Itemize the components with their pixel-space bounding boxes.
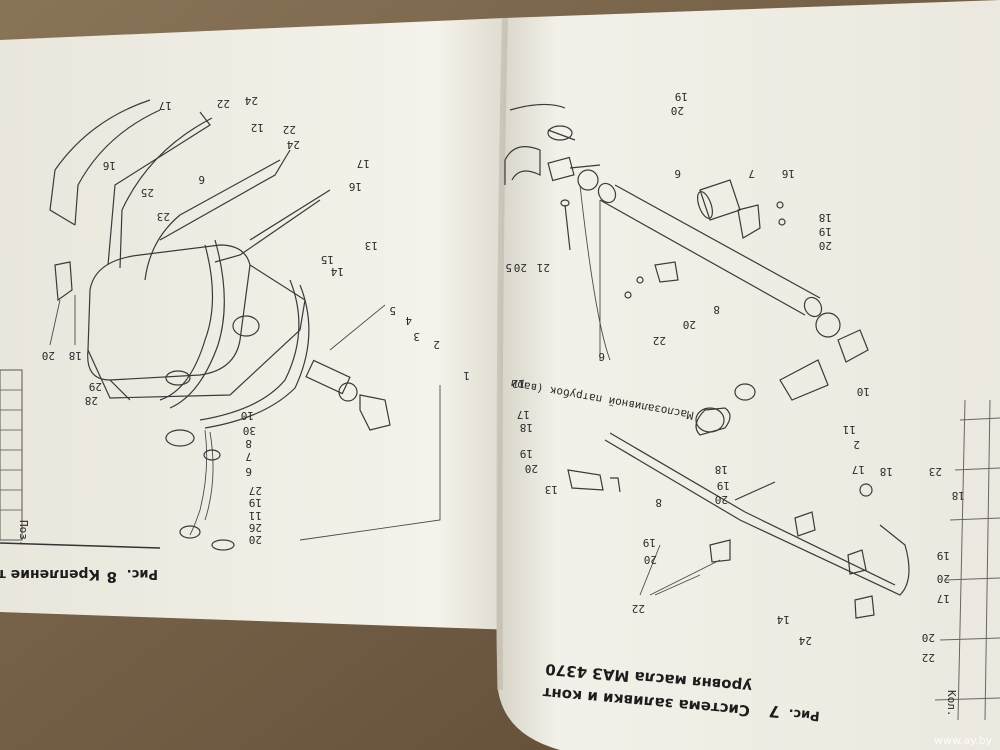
watermark: www.ay.by bbox=[934, 734, 993, 747]
callout-label: 14 bbox=[776, 613, 790, 626]
fig-number: 8 bbox=[107, 568, 117, 586]
callout-label: 17 bbox=[159, 99, 172, 112]
left-caption: Рис. 8 Крепление топ bbox=[0, 542, 161, 586]
fig-label: Рис. bbox=[127, 566, 158, 581]
callout-label: 18 bbox=[880, 465, 893, 478]
callout-label: 17 bbox=[937, 592, 950, 605]
callout-label: 19 bbox=[675, 90, 688, 103]
callout-label: 19 bbox=[819, 225, 832, 238]
callout-label: 18 bbox=[715, 463, 728, 476]
callout-label: 13 bbox=[365, 239, 378, 252]
callout-label: 19 bbox=[717, 479, 730, 492]
callout-label: 11 bbox=[843, 423, 856, 436]
callout-label: 26 bbox=[249, 521, 262, 534]
callout-label: 12 bbox=[251, 121, 264, 134]
callout-label: 22 bbox=[283, 123, 296, 136]
callout-label: 20 bbox=[671, 104, 684, 117]
callout-label: 5 bbox=[389, 304, 396, 317]
callout-label: 1 bbox=[463, 369, 470, 382]
callout-label: 2 bbox=[853, 438, 860, 451]
callout-label: 8 bbox=[655, 496, 662, 509]
callout-label: 12 bbox=[512, 377, 525, 390]
callout-label: 14 bbox=[330, 265, 344, 278]
callout-label: 17 bbox=[517, 408, 530, 421]
callout-label: 22 bbox=[653, 334, 666, 347]
callout-label: 6 bbox=[674, 167, 681, 180]
callout-label: 11 bbox=[249, 509, 262, 522]
fig-number: 7 bbox=[768, 702, 781, 722]
callout-label: 19 bbox=[249, 496, 262, 509]
callout-label: 23 bbox=[929, 465, 942, 478]
callout-label: 20 bbox=[525, 462, 538, 475]
callout-label: 24 bbox=[798, 634, 812, 647]
callout-label: 4 bbox=[405, 314, 412, 327]
fig-label: Рис. bbox=[788, 705, 820, 723]
callout-label: 20 bbox=[715, 493, 728, 506]
callout-label: 22 bbox=[217, 97, 230, 110]
callout-label: 20 bbox=[819, 239, 832, 252]
callout-label: 2 bbox=[433, 338, 440, 351]
left-callouts: 17 24 22 12 24 22 16 6 25 23 17 16 13 15… bbox=[42, 94, 470, 546]
left-parts-table: Поз. bbox=[0, 369, 30, 547]
callout-label: 29 bbox=[89, 380, 102, 393]
callout-label: 8 bbox=[245, 437, 252, 450]
callout-label: 6 bbox=[598, 350, 605, 363]
right-page bbox=[496, 0, 1000, 750]
callout-label: 21 bbox=[537, 261, 550, 274]
fig-caption: Крепление топ bbox=[0, 566, 100, 582]
callout-label: 8 bbox=[713, 303, 720, 316]
right-diagram bbox=[504, 103, 910, 619]
callout-label: 16 bbox=[782, 167, 795, 180]
callout-label: 7 bbox=[245, 450, 252, 463]
callout-label: 20 bbox=[922, 631, 935, 644]
right-parts-table: Кол. bbox=[934, 399, 1000, 721]
callout-label: 16 bbox=[349, 180, 362, 193]
callout-label: 20 bbox=[937, 572, 950, 585]
callout-label: 25 bbox=[141, 186, 154, 199]
callout-label: 20 bbox=[683, 318, 696, 331]
callout-label: 15 bbox=[321, 253, 334, 266]
callout-label: 17 bbox=[357, 157, 370, 170]
left-diagram bbox=[49, 99, 441, 551]
callout-label: 16 bbox=[103, 159, 116, 172]
callout-label: 24 bbox=[286, 138, 300, 151]
callout-label: 27 bbox=[249, 484, 262, 497]
callout-label: 23 bbox=[157, 210, 170, 223]
callout-label: 18 bbox=[520, 421, 533, 434]
left-page bbox=[0, 18, 515, 630]
callout-label: 20 bbox=[644, 553, 657, 566]
callout-label: 20 bbox=[42, 349, 55, 362]
callout-label: 22 bbox=[632, 602, 645, 615]
callout-label: 10 bbox=[857, 385, 870, 398]
callout-label: 19 bbox=[937, 549, 950, 562]
callout-label: 13 bbox=[545, 483, 558, 496]
callout-label: 6 bbox=[198, 173, 205, 186]
callout-label: 7 bbox=[748, 167, 755, 180]
callout-label: 3 bbox=[413, 330, 420, 343]
callout-label: 24 bbox=[244, 94, 258, 107]
callout-label: 18 bbox=[952, 489, 965, 502]
callout-label: 28 bbox=[85, 394, 98, 407]
callout-label: 19 bbox=[520, 447, 533, 460]
table-header: Поз. bbox=[17, 520, 30, 547]
callout-label: 18 bbox=[69, 349, 82, 362]
table-header: Кол. bbox=[945, 690, 958, 717]
book-gutter bbox=[496, 17, 508, 691]
callout-label: 18 bbox=[819, 211, 832, 224]
right-callouts: 19 20 6 7 16 18 19 20 21 20 5 8 20 22 6 … bbox=[505, 90, 965, 664]
callout-label: 17 bbox=[852, 463, 865, 476]
callout-label: 22 bbox=[922, 651, 935, 664]
callout-label: 10 bbox=[241, 409, 254, 422]
callout-label: 20 bbox=[514, 261, 527, 274]
callout-label: 20 bbox=[249, 533, 262, 546]
callout-label: 19 bbox=[643, 536, 656, 549]
callout-label: 6 bbox=[245, 465, 252, 478]
callout-label: 30 bbox=[243, 424, 256, 437]
callout-label: 5 bbox=[505, 261, 512, 274]
